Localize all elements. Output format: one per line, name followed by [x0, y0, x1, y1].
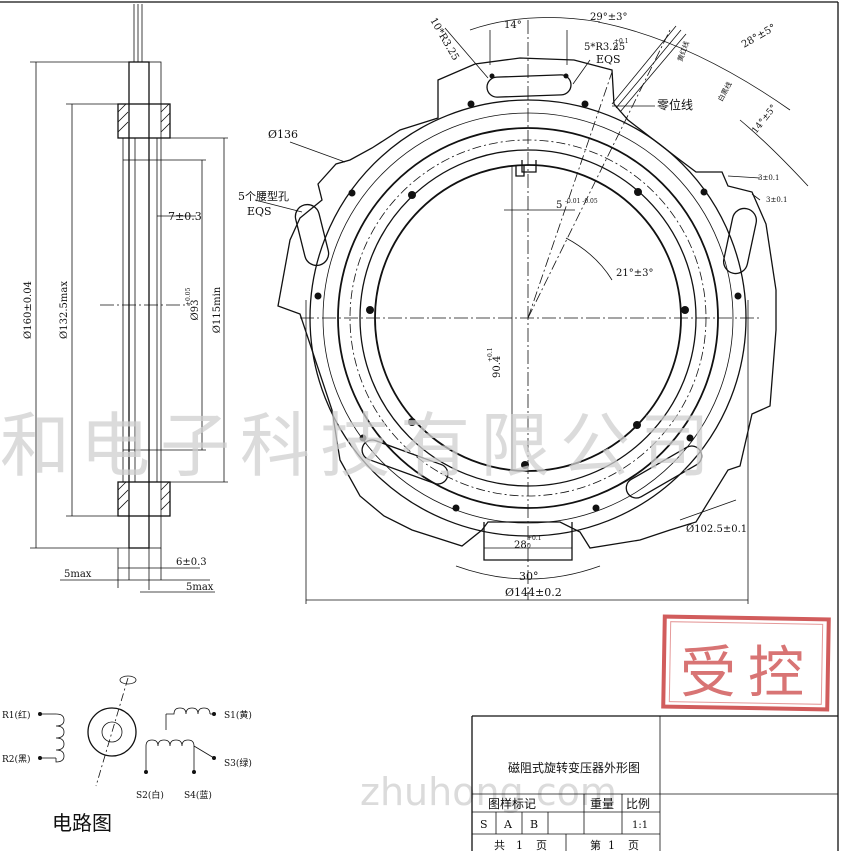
circuit-r1: R1(红) — [2, 709, 31, 721]
circuit-s2: S2(白) — [136, 789, 164, 801]
dim-28-angle: 28°±5° — [740, 22, 778, 50]
dim-115: Ø115min — [212, 286, 223, 333]
circuit-r2: R2(黑) — [2, 754, 31, 765]
dim-144: Ø144±0.2 — [505, 586, 562, 599]
mark-label: 图样标记 — [488, 796, 536, 811]
mark-s: S — [480, 818, 488, 831]
circuit-s3: S3(绿) — [224, 757, 252, 769]
plate-outline — [277, 57, 777, 549]
dim-160: Ø160±0.04 — [23, 281, 34, 339]
front-view: Ø144±0.2 — [238, 12, 809, 604]
total-unit: 页 — [536, 839, 547, 851]
dim-5max-right: 5max — [186, 582, 214, 593]
dim-90: 90.4 — [492, 356, 503, 378]
lead-white-blue: 白黑线 — [716, 80, 734, 103]
dim-5max-left: 5max — [64, 569, 92, 580]
dim-28-tol: +0.1 — [527, 535, 542, 542]
dim-93-tol: +0.05 — [185, 287, 192, 306]
eqs-top: EQS — [596, 53, 621, 66]
circuit-diagram: R1(红) R2(黑) S1(黄) S3(绿) S2(白) S4(蓝) 电路图 — [2, 675, 252, 835]
dim-28-tol0: 0 — [527, 543, 531, 550]
drawing-title: 磁阻式旋转变压器外形图 — [508, 760, 640, 775]
dim-5-tol: -0.01 -0.05 — [565, 198, 598, 205]
dim-r325-tol0: 0 — [614, 45, 618, 52]
dim-14-tol-angle: 14°±5° — [750, 103, 779, 136]
dim-136: Ø136 — [268, 128, 298, 141]
scale-value: 1:1 — [632, 820, 648, 831]
side-bottom-flange — [117, 481, 171, 517]
dim-r325-eqs: 5*R3.25 — [584, 42, 625, 53]
waist-slots — [294, 74, 758, 499]
sheet-value: 1 — [608, 839, 615, 851]
zero-line: 零位线 — [657, 97, 693, 112]
dim-5: 5 — [556, 200, 562, 211]
watermark: 和电子科技有限公司 — [0, 405, 720, 487]
stamp-text: 受控 — [680, 641, 816, 706]
side-top-flange — [117, 103, 171, 139]
dim-r325: 10*R3.25 — [427, 16, 460, 63]
dim-29: 29°±3° — [590, 12, 627, 23]
weight-label: 重量 — [590, 797, 614, 811]
holes-label: 5个腰型孔 — [238, 189, 289, 203]
dim-3a: 3±0.1 — [758, 174, 779, 182]
eqs-left: EQS — [247, 205, 272, 218]
controlled-stamp: 受控 — [661, 614, 831, 712]
dim-7: 7±0.3 — [168, 210, 202, 223]
dim-30: 30° — [519, 570, 539, 583]
sheet-unit: 页 — [628, 839, 639, 851]
dim-14-angle: 14° — [504, 20, 522, 31]
dim-r325-tol: +0.1 — [614, 38, 629, 45]
dim-6: 6±0.3 — [176, 557, 207, 568]
dim-28: 28 — [514, 540, 527, 551]
side-view: Ø160±0.04 Ø132.5max Ø93 +0.05 Ø115min 7±… — [23, 4, 228, 593]
rotor-circle — [87, 707, 137, 757]
dim-132: Ø132.5max — [59, 281, 70, 339]
title-block: 磁阻式旋转变压器外形图 图样标记 重量 比例 S A B 1:1 共 1 页 第… — [471, 715, 838, 851]
circuit-s1: S1(黄) — [224, 709, 252, 721]
sheet-label: 第 — [590, 838, 601, 851]
watermark-url: zhuhong.com — [360, 770, 617, 814]
scale-label: 比例 — [626, 797, 650, 811]
circuit-title: 电路图 — [52, 811, 112, 835]
circuit-s4: S4(蓝) — [184, 789, 212, 801]
total-label: 共 — [494, 839, 505, 851]
dim-21: 21°±3° — [616, 268, 653, 279]
dim-3b: 3±0.1 — [766, 196, 787, 204]
total-value: 1 — [516, 839, 523, 851]
mark-a: A — [503, 818, 513, 831]
mark-b: B — [530, 818, 538, 831]
dim-93: Ø93 — [190, 300, 201, 321]
mount-holes — [314, 73, 742, 512]
dim-90-tol: +0.1 — [487, 347, 494, 362]
dim-102: Ø102.5±0.1 — [686, 524, 747, 535]
